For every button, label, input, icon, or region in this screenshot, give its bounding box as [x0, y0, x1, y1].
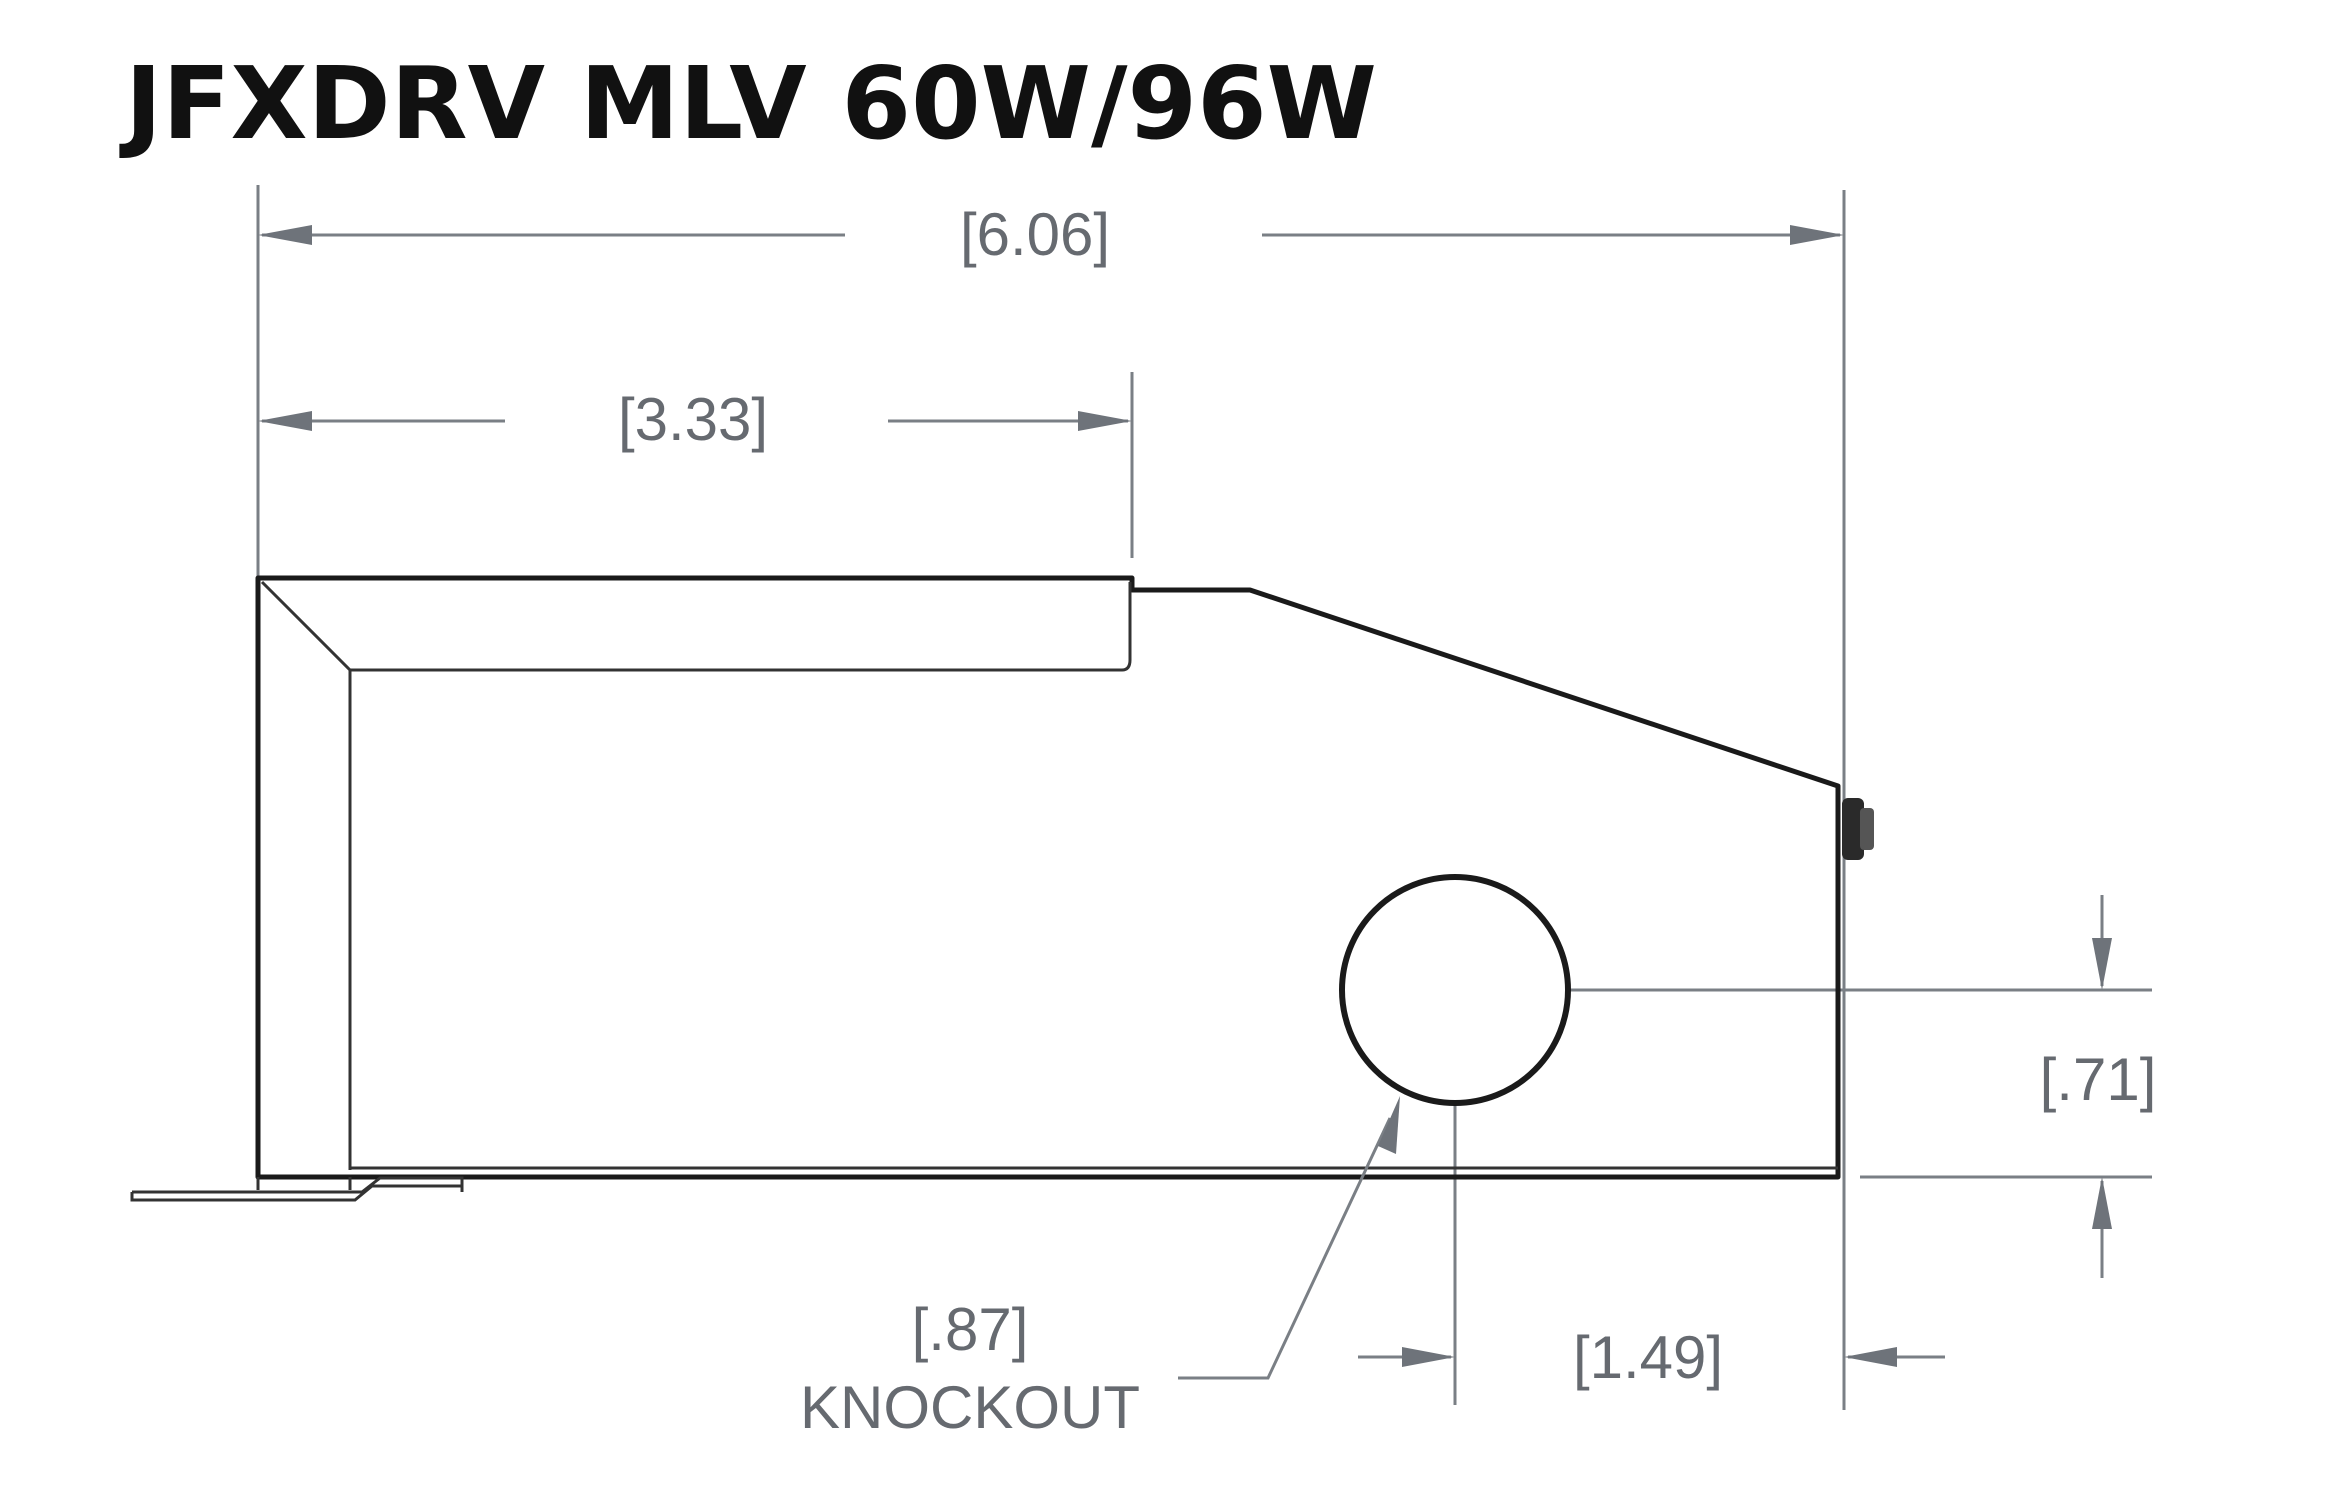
dimension-label-knockout-diameter: [.87] — [912, 1296, 1029, 1363]
dimension-label-knockout-height: [.71] — [2040, 1046, 2157, 1113]
arrowhead-overall-right — [1790, 225, 1844, 245]
dimension-label-knockout-offset: [1.49] — [1573, 1324, 1723, 1391]
dimension-top-section: [3.33] — [258, 386, 1132, 453]
side-fastener-icon — [1842, 798, 1874, 860]
arrowhead-overall-left — [258, 225, 312, 245]
arrowhead-offset-left — [1402, 1347, 1455, 1367]
knockout-hole — [1339, 874, 1571, 1106]
dimension-overall-length: [6.06] — [258, 201, 1844, 268]
arrowhead-height-bottom — [2092, 1177, 2112, 1229]
dimension-label-top-section: [3.33] — [618, 386, 768, 453]
mounting-tab — [130, 1176, 464, 1202]
housing-top-lip — [260, 580, 1132, 672]
dimension-label-overall: [6.06] — [960, 201, 1110, 268]
driver-housing — [130, 575, 1874, 1202]
arrowhead-top-right — [1078, 411, 1132, 431]
dimension-knockout-height: [.71] — [2040, 895, 2157, 1278]
drawing-title: JFXDRV MLV 60W/96W — [119, 45, 1377, 162]
arrowhead-top-left — [258, 411, 312, 431]
housing-outline — [255, 575, 1841, 1180]
arrowhead-knockout-leader — [1378, 1096, 1400, 1154]
knockout-label: KNOCKOUT — [800, 1374, 1140, 1441]
arrowhead-height-top — [2092, 938, 2112, 990]
arrowhead-offset-right — [1844, 1347, 1897, 1367]
knockout-leader: [.87] KNOCKOUT — [800, 1096, 1400, 1441]
dimension-knockout-offset: [1.49] — [1358, 1324, 1945, 1391]
leader-line-knockout — [1178, 1117, 1392, 1380]
